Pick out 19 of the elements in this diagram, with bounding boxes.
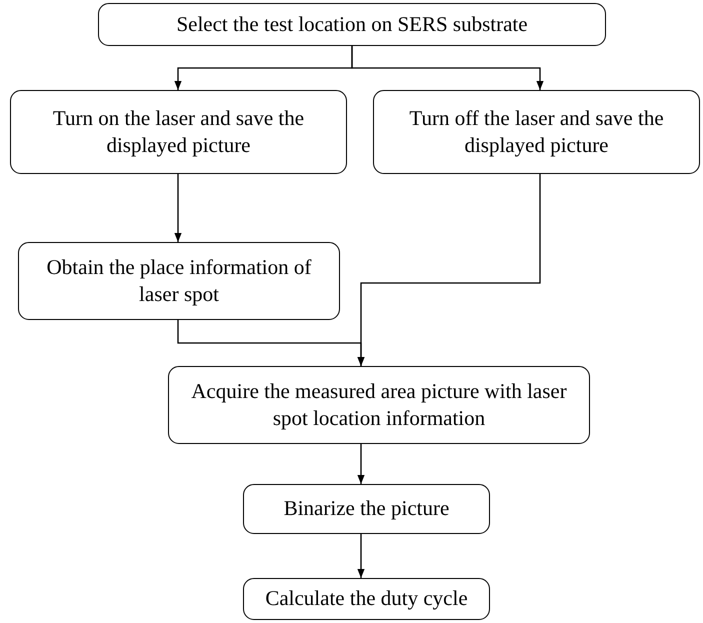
process-box <box>243 578 490 620</box>
arrow <box>174 174 182 242</box>
arrow <box>351 46 544 90</box>
arrow <box>357 174 541 366</box>
step-text: Turn on the laser and save the displayed picture <box>52 104 306 159</box>
step-text: Obtain the place information of laser spot <box>46 254 312 308</box>
step-text: Acquire the measured area picture with laser spot location information <box>190 378 568 432</box>
process-box <box>98 3 606 46</box>
step-text: Select the test location on SERS substrate <box>176 10 528 38</box>
process-box <box>373 90 700 174</box>
arrow <box>357 534 365 578</box>
process-box <box>168 366 590 444</box>
process-box <box>243 484 490 534</box>
arrow <box>357 444 365 484</box>
step-text: Binarize the picture <box>284 495 450 522</box>
step-text: Calculate the duty cycle <box>265 585 468 612</box>
step-text: Turn off the laser and save the displayed picture <box>408 104 665 159</box>
process-box <box>10 90 347 174</box>
process-box <box>18 242 340 320</box>
